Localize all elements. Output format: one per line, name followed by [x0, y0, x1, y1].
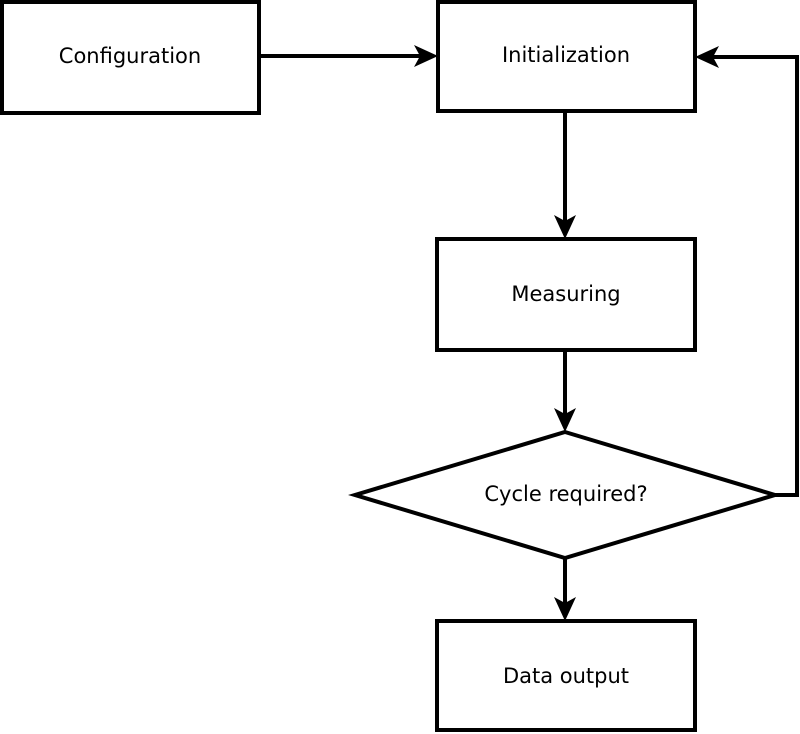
node-cycle-required[interactable]: Cycle required? [348, 429, 782, 561]
configuration-box[interactable] [0, 0, 261, 115]
edge-measuring-to-cycle-required [554, 350, 576, 432]
initialization-label: Initialization [502, 43, 630, 67]
node-data-output[interactable]: Data output [435, 619, 697, 732]
edge-line [703, 55, 799, 497]
edge-layer [259, 45, 799, 621]
data-output-label: Data output [503, 664, 629, 688]
node-configuration[interactable]: Configuration [0, 0, 261, 115]
cycle-required-diamond[interactable] [348, 429, 782, 561]
edge-cycle-required-to-data-output [554, 558, 576, 621]
data-output-box[interactable] [435, 619, 697, 732]
measuring-box[interactable] [435, 237, 697, 352]
node-measuring[interactable]: Measuring [435, 237, 697, 352]
arrow-head-left [695, 46, 719, 68]
configuration-label: Configuration [59, 44, 201, 68]
arrow-head-right [414, 45, 438, 67]
measuring-label: Measuring [511, 282, 620, 306]
arrow-head-down [554, 597, 576, 621]
edge-cycle-required-to-initialization-loop [695, 46, 799, 497]
edge-initialization-to-measuring [554, 111, 576, 239]
arrow-head-down [554, 215, 576, 239]
initialization-box[interactable] [436, 0, 697, 113]
cycle-required-label: Cycle required? [484, 482, 647, 506]
node-layer: Configuration Initialization Measuring C… [0, 0, 782, 732]
arrow-head-down [554, 408, 576, 432]
node-initialization[interactable]: Initialization [436, 0, 697, 113]
edge-configuration-to-initialization [259, 45, 438, 67]
